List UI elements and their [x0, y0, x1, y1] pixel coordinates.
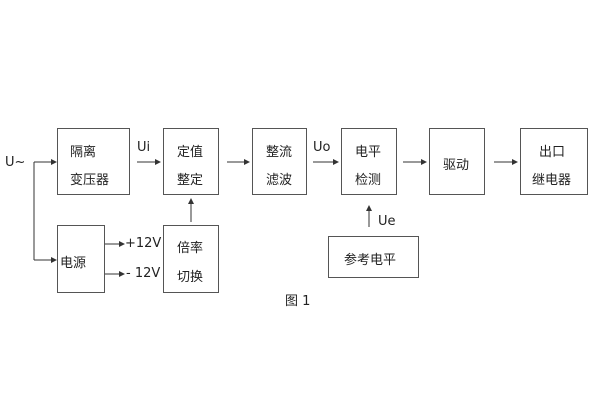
input-label: U~ [5, 155, 26, 170]
block-text: 滤波 [266, 173, 293, 188]
signal-uo: Uo [313, 140, 331, 155]
block-text: 变压器 [70, 173, 110, 188]
block-isolation-transformer: 隔离 变压器 [57, 128, 130, 195]
block-reference-level: 参考电平 [328, 236, 419, 278]
block-text: 整流 [266, 145, 293, 160]
block-text: 参考电平 [344, 253, 397, 268]
block-drive: 驱动 [429, 128, 485, 195]
block-text: 隔离 [70, 145, 97, 160]
block-text: 驱动 [443, 158, 470, 173]
block-text: 电源 [60, 256, 87, 271]
block-text: 定值 [177, 145, 204, 160]
block-output-relay: 出口 继电器 [520, 128, 588, 195]
block-setpoint-adjust: 定值 整定 [163, 128, 219, 195]
signal-plus12v: +12V [125, 236, 162, 251]
signal-ue: Ue [378, 214, 396, 229]
block-ratio-switch: 倍率 切换 [163, 225, 219, 293]
figure-caption: 图 1 [285, 294, 311, 309]
block-text: 检测 [355, 173, 382, 188]
block-rectifier-filter: 整流 滤波 [252, 128, 307, 195]
block-text: 整定 [177, 173, 204, 188]
block-text: 切换 [177, 270, 204, 285]
signal-ui: Ui [137, 140, 151, 155]
block-text: 电平 [355, 145, 382, 160]
signal-minus12v: - 12V [126, 266, 161, 281]
block-text: 倍率 [177, 241, 204, 256]
block-text: 继电器 [532, 173, 572, 188]
block-power-supply: 电源 [57, 225, 105, 293]
block-text: 出口 [539, 145, 566, 160]
block-level-detect: 电平 检测 [341, 128, 397, 195]
